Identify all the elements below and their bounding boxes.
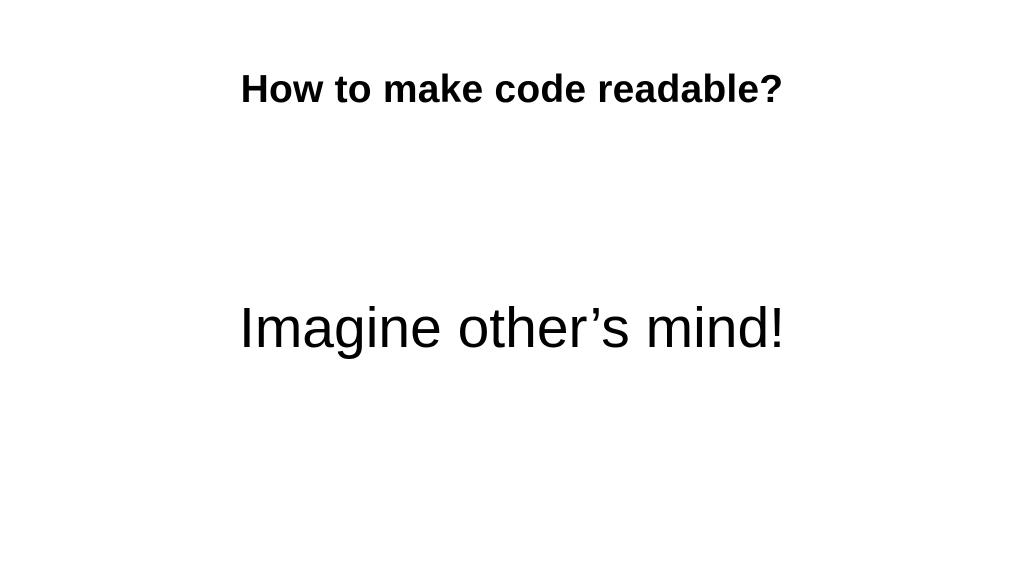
slide-title: How to make code readable? <box>240 68 784 111</box>
slide-body-text: Imagine other’s mind! <box>238 296 785 360</box>
